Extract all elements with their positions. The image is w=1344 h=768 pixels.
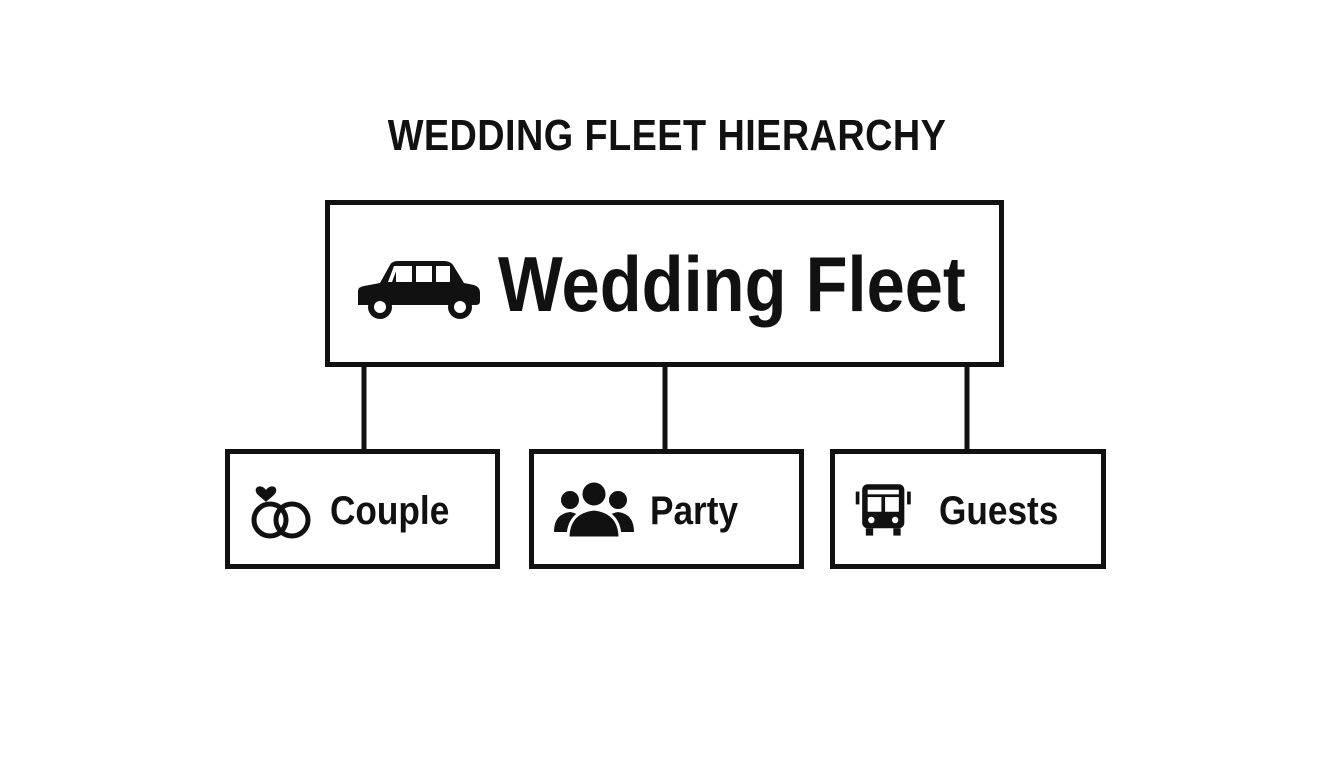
diagram-title: WEDDING FLEET HIERARCHY <box>387 111 947 160</box>
child-label-couple: Couple <box>330 489 450 533</box>
bus-icon <box>855 484 911 536</box>
child-label-party: Party <box>650 489 739 533</box>
root-label: Wedding Fleet <box>498 240 966 328</box>
wedding-rings-icon <box>251 486 311 539</box>
group-people-icon <box>554 479 634 540</box>
child-node-party: Party <box>529 449 804 569</box>
child-node-couple: Couple <box>225 449 500 569</box>
child-node-guests: Guests <box>830 449 1106 569</box>
root-node: Wedding Fleet <box>325 200 1004 367</box>
limousine-icon <box>358 261 480 319</box>
child-label-guests: Guests <box>939 489 1059 533</box>
